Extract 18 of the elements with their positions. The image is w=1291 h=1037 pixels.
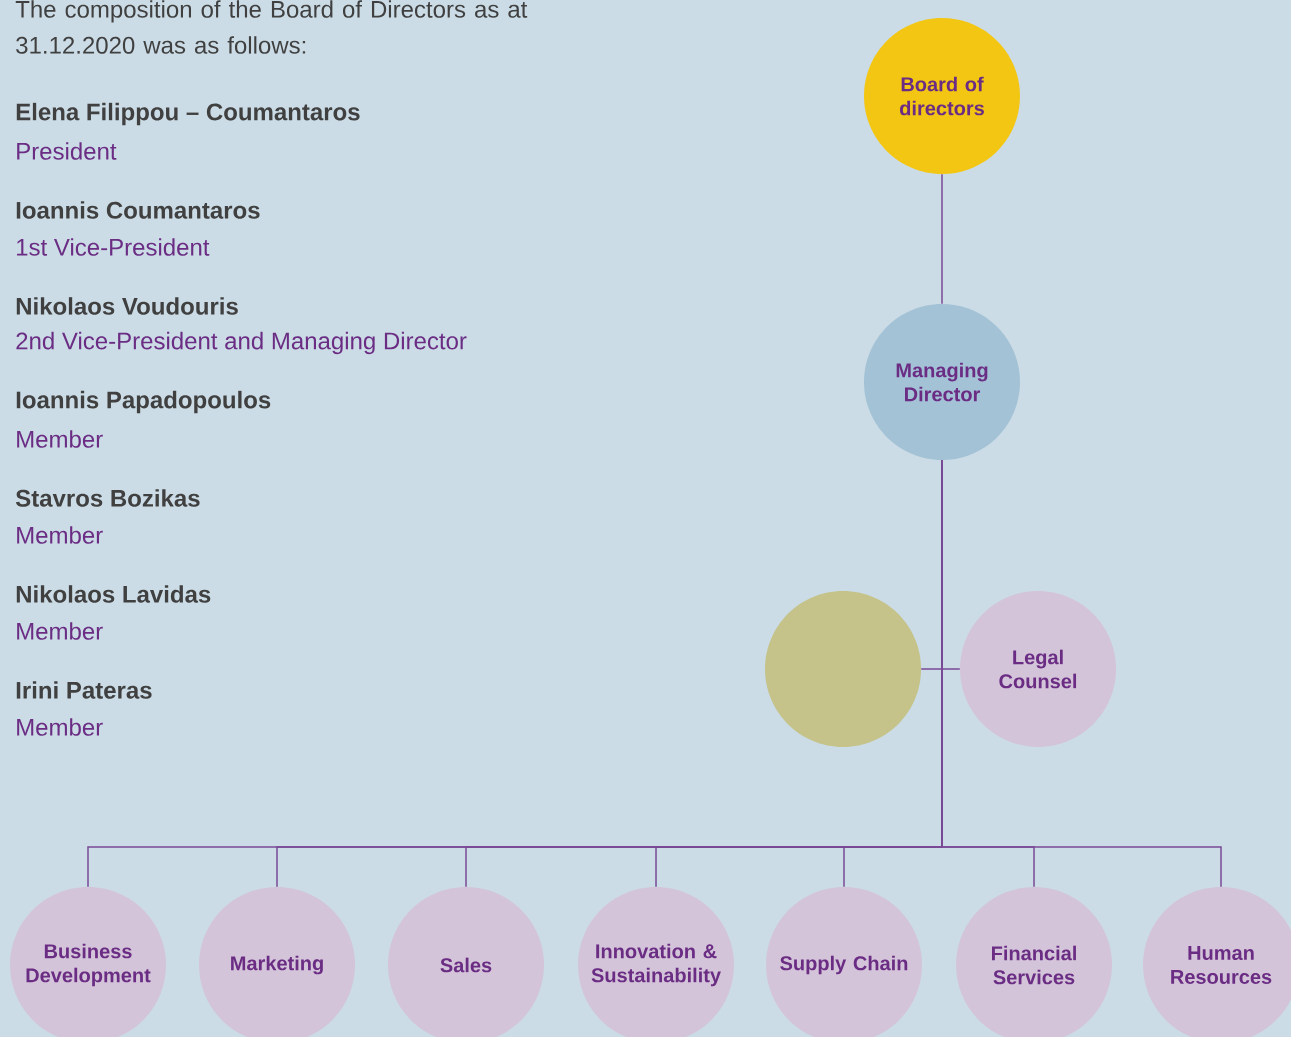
connector-line [941, 173, 943, 305]
member-role: 2nd Vice-President and Managing Director [16, 331, 467, 355]
member-role: Member [17, 430, 103, 448]
member-role: Member [17, 718, 103, 736]
connector-line [941, 459, 1222, 888]
member-name: Nikolaos Voudouris [16, 297, 238, 315]
member-name: Irini Pateras [16, 681, 152, 699]
member-name: Ioannis Papadopoulos [16, 390, 271, 414]
member-role: 1st Vice-President [17, 238, 210, 256]
member-role: Member [17, 622, 103, 640]
member-role: Member [17, 526, 103, 544]
member-role: President [17, 142, 117, 160]
intro-text: The composition of the Board of Directors as at 31.12.2020 was as follows: [15, 0, 528, 54]
member-name: Elena Filippou – Coumantaros [16, 102, 360, 126]
company-circle [765, 591, 921, 747]
member-name: Nikolaos Lavidas [16, 585, 211, 603]
member-name: Stavros Bozikas [15, 489, 200, 507]
member-name: Ioannis Coumantaros [16, 201, 260, 219]
